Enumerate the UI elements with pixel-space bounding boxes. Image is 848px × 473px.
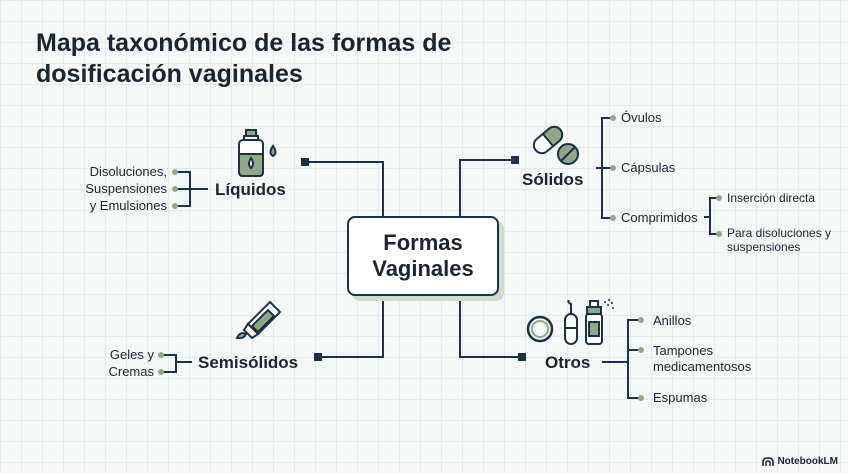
leaf-ovulos: Óvulos <box>621 110 662 125</box>
leaf-suspensiones: Suspensiones <box>85 181 167 196</box>
bottle-icon <box>238 129 277 177</box>
leaf-anillos: Anillos <box>653 313 692 328</box>
leaf-para-disoluciones: Para disoluciones y suspensiones <box>727 226 832 254</box>
spray-icon <box>585 299 614 345</box>
leaf-emulsiones: y Emulsiones <box>89 198 167 213</box>
pills-icon <box>532 125 579 165</box>
center-node: Formas Vaginales <box>347 216 499 296</box>
page-title: Mapa taxonómico de las formas de dosific… <box>36 29 452 88</box>
leaf-espumas: Espumas <box>653 390 708 405</box>
category-liquidos: Líquidos <box>215 180 286 199</box>
leaf-disoluciones: Disoluciones, <box>89 164 167 179</box>
category-otros: Otros <box>545 353 591 372</box>
brand-label: NotebookLM <box>777 456 838 467</box>
leaf-geles: Geles y <box>109 347 154 362</box>
brand-logo: NotebookLM <box>762 456 838 467</box>
category-semisolidos: Semisólidos <box>198 353 299 372</box>
tube-icon <box>235 300 282 340</box>
leaf-comprimidos: Comprimidos <box>621 210 698 225</box>
ring-icon <box>526 315 554 343</box>
center-label: Formas Vaginales <box>372 230 474 281</box>
leaf-insercion-directa: Inserción directa <box>727 191 816 205</box>
leaf-capsulas: Cápsulas <box>621 160 676 175</box>
tampon-icon <box>564 300 578 345</box>
leaf-tampones: Tampones medicamentosos <box>653 343 752 374</box>
notebooklm-icon <box>762 456 775 466</box>
category-solidos: Sólidos <box>522 170 584 189</box>
leaf-cremas: Cremas <box>108 364 154 379</box>
